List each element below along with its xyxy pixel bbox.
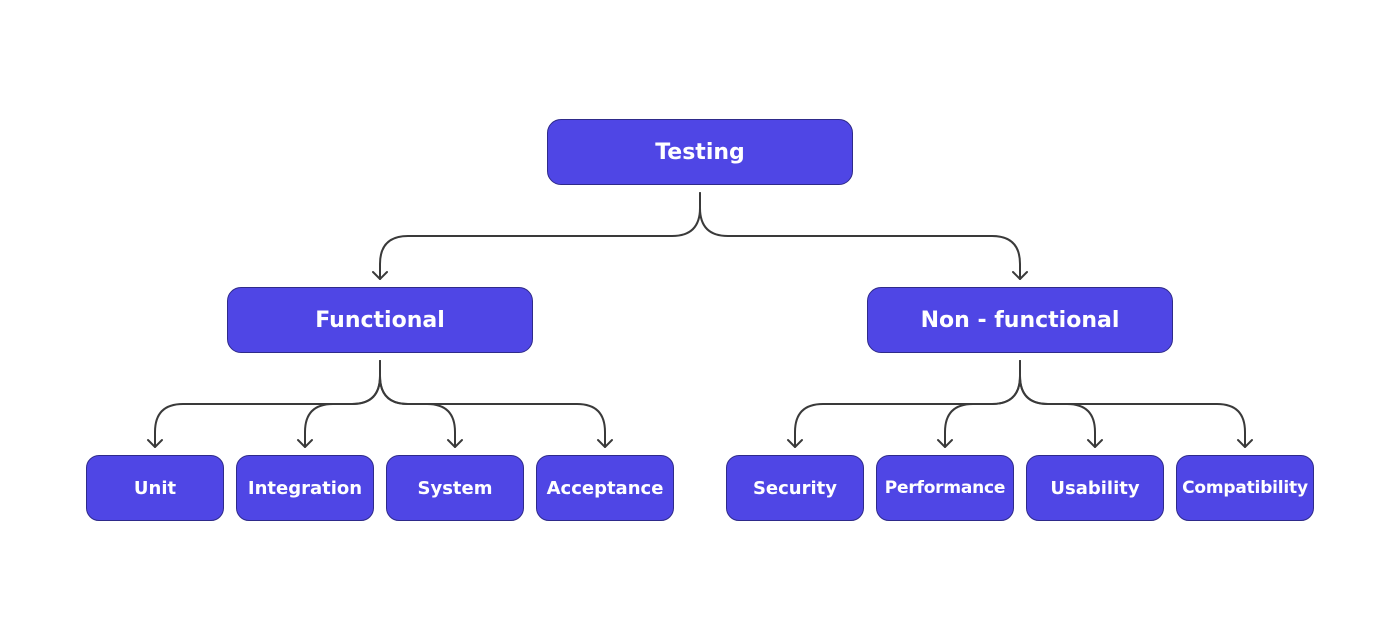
node-security: Security <box>726 455 864 521</box>
node-compatibility: Compatibility <box>1176 455 1314 521</box>
arrow-performance <box>937 439 953 448</box>
arrow-acceptance <box>597 439 613 448</box>
arrow-nonfunctional <box>1012 271 1028 280</box>
arrow-compatibility <box>1237 439 1253 448</box>
node-non-functional: Non - functional <box>867 287 1173 353</box>
connector-root-functional <box>379 192 701 280</box>
arrow-unit <box>147 439 163 448</box>
arrow-system <box>447 439 463 448</box>
node-unit: Unit <box>86 455 224 521</box>
arrow-security <box>787 439 803 448</box>
node-usability: Usability <box>1026 455 1164 521</box>
node-system: System <box>386 455 524 521</box>
arrow-functional <box>372 271 388 280</box>
node-integration: Integration <box>236 455 374 521</box>
node-performance: Performance <box>876 455 1014 521</box>
node-acceptance: Acceptance <box>536 455 674 521</box>
arrow-usability <box>1087 439 1103 448</box>
connector-functional-integration <box>304 360 381 448</box>
arrow-integration <box>297 439 313 448</box>
connector-nonfunctional-performance <box>944 360 1021 448</box>
connector-root-nonfunctional <box>699 192 1021 280</box>
node-testing: Testing <box>547 119 853 185</box>
connector-nonfunctional-compatibility <box>1019 360 1246 448</box>
node-functional: Functional <box>227 287 533 353</box>
connector-functional-acceptance <box>379 360 606 448</box>
